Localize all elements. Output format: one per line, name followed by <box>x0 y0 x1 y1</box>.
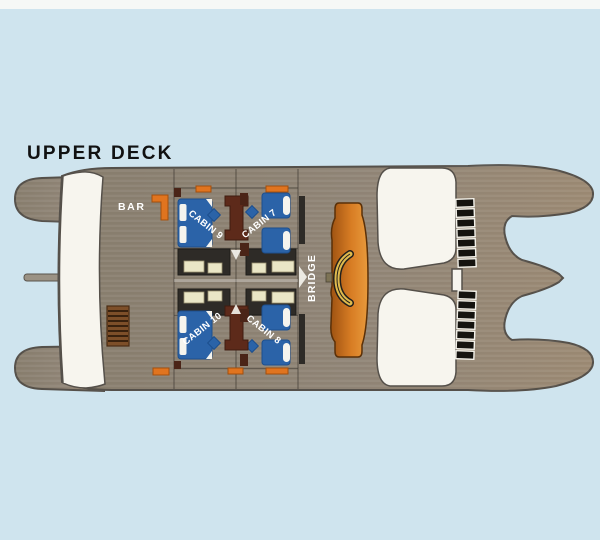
orange-furniture <box>151 185 289 376</box>
bedside-units <box>174 188 249 369</box>
aft-roof-top-lobe <box>376 167 457 270</box>
catamaran-ship: CABIN 9 CABIN 7 CABIN 10 CABIN 8 BAR <box>14 164 595 392</box>
helm-seat <box>325 272 333 283</box>
stern-step-ladder-top <box>455 197 477 269</box>
stool <box>244 204 260 220</box>
top-edge-strip <box>0 0 600 9</box>
stool <box>206 335 222 351</box>
stool <box>244 338 260 354</box>
bow-stairs <box>106 305 130 347</box>
aft-roof <box>376 167 463 387</box>
bridge-area: BRIDGE <box>306 202 369 358</box>
stern-step-ladder-bottom <box>455 289 477 361</box>
bridge-console <box>330 202 369 358</box>
aft-roof-bottom-lobe <box>376 288 457 387</box>
bridge-label: BRIDGE <box>306 254 318 302</box>
helm-arc-line <box>336 253 351 304</box>
stool <box>206 207 222 223</box>
page-title: UPPER DECK <box>27 143 174 164</box>
aft-roof-connector <box>451 268 463 292</box>
bow-roof-walkway <box>58 171 106 389</box>
bar-counter <box>151 194 169 221</box>
door-swings <box>231 250 307 314</box>
bowsprit <box>23 273 63 282</box>
wardrobe-strips <box>299 196 305 364</box>
corridor <box>174 279 298 282</box>
bar-label: BAR <box>118 201 146 213</box>
pillows <box>179 196 290 362</box>
bathroom-fixtures <box>183 260 295 304</box>
